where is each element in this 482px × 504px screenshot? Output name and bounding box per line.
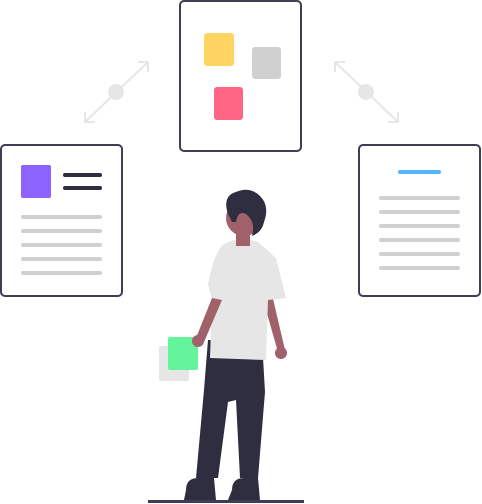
document-card-right [358,144,481,297]
connector-dot [108,84,124,100]
connector-dot [358,84,374,100]
ground-line [148,500,304,503]
arrowhead-icon [388,112,399,123]
paper-front [168,337,198,370]
left-shoe [184,478,216,500]
left-hand [192,335,204,347]
person-figure [159,189,287,500]
right-shoe [228,478,260,500]
purple-thumbnail [21,165,51,198]
arrowhead-icon [334,61,345,72]
document-card-left [0,144,123,297]
gray-sticky-note [252,47,281,79]
yellow-sticky-note [204,33,234,66]
connector-right [334,61,399,123]
right-hand [275,347,287,359]
pants [196,340,265,478]
hair [226,189,267,236]
left-arm [196,298,222,342]
blue-heading-bar [398,170,441,174]
connector-left [84,61,149,123]
board-card-center [179,0,302,152]
arrowhead-icon [138,61,149,72]
pink-sticky-note [214,87,243,120]
shirt [208,239,286,360]
arrowhead-icon [84,112,95,123]
